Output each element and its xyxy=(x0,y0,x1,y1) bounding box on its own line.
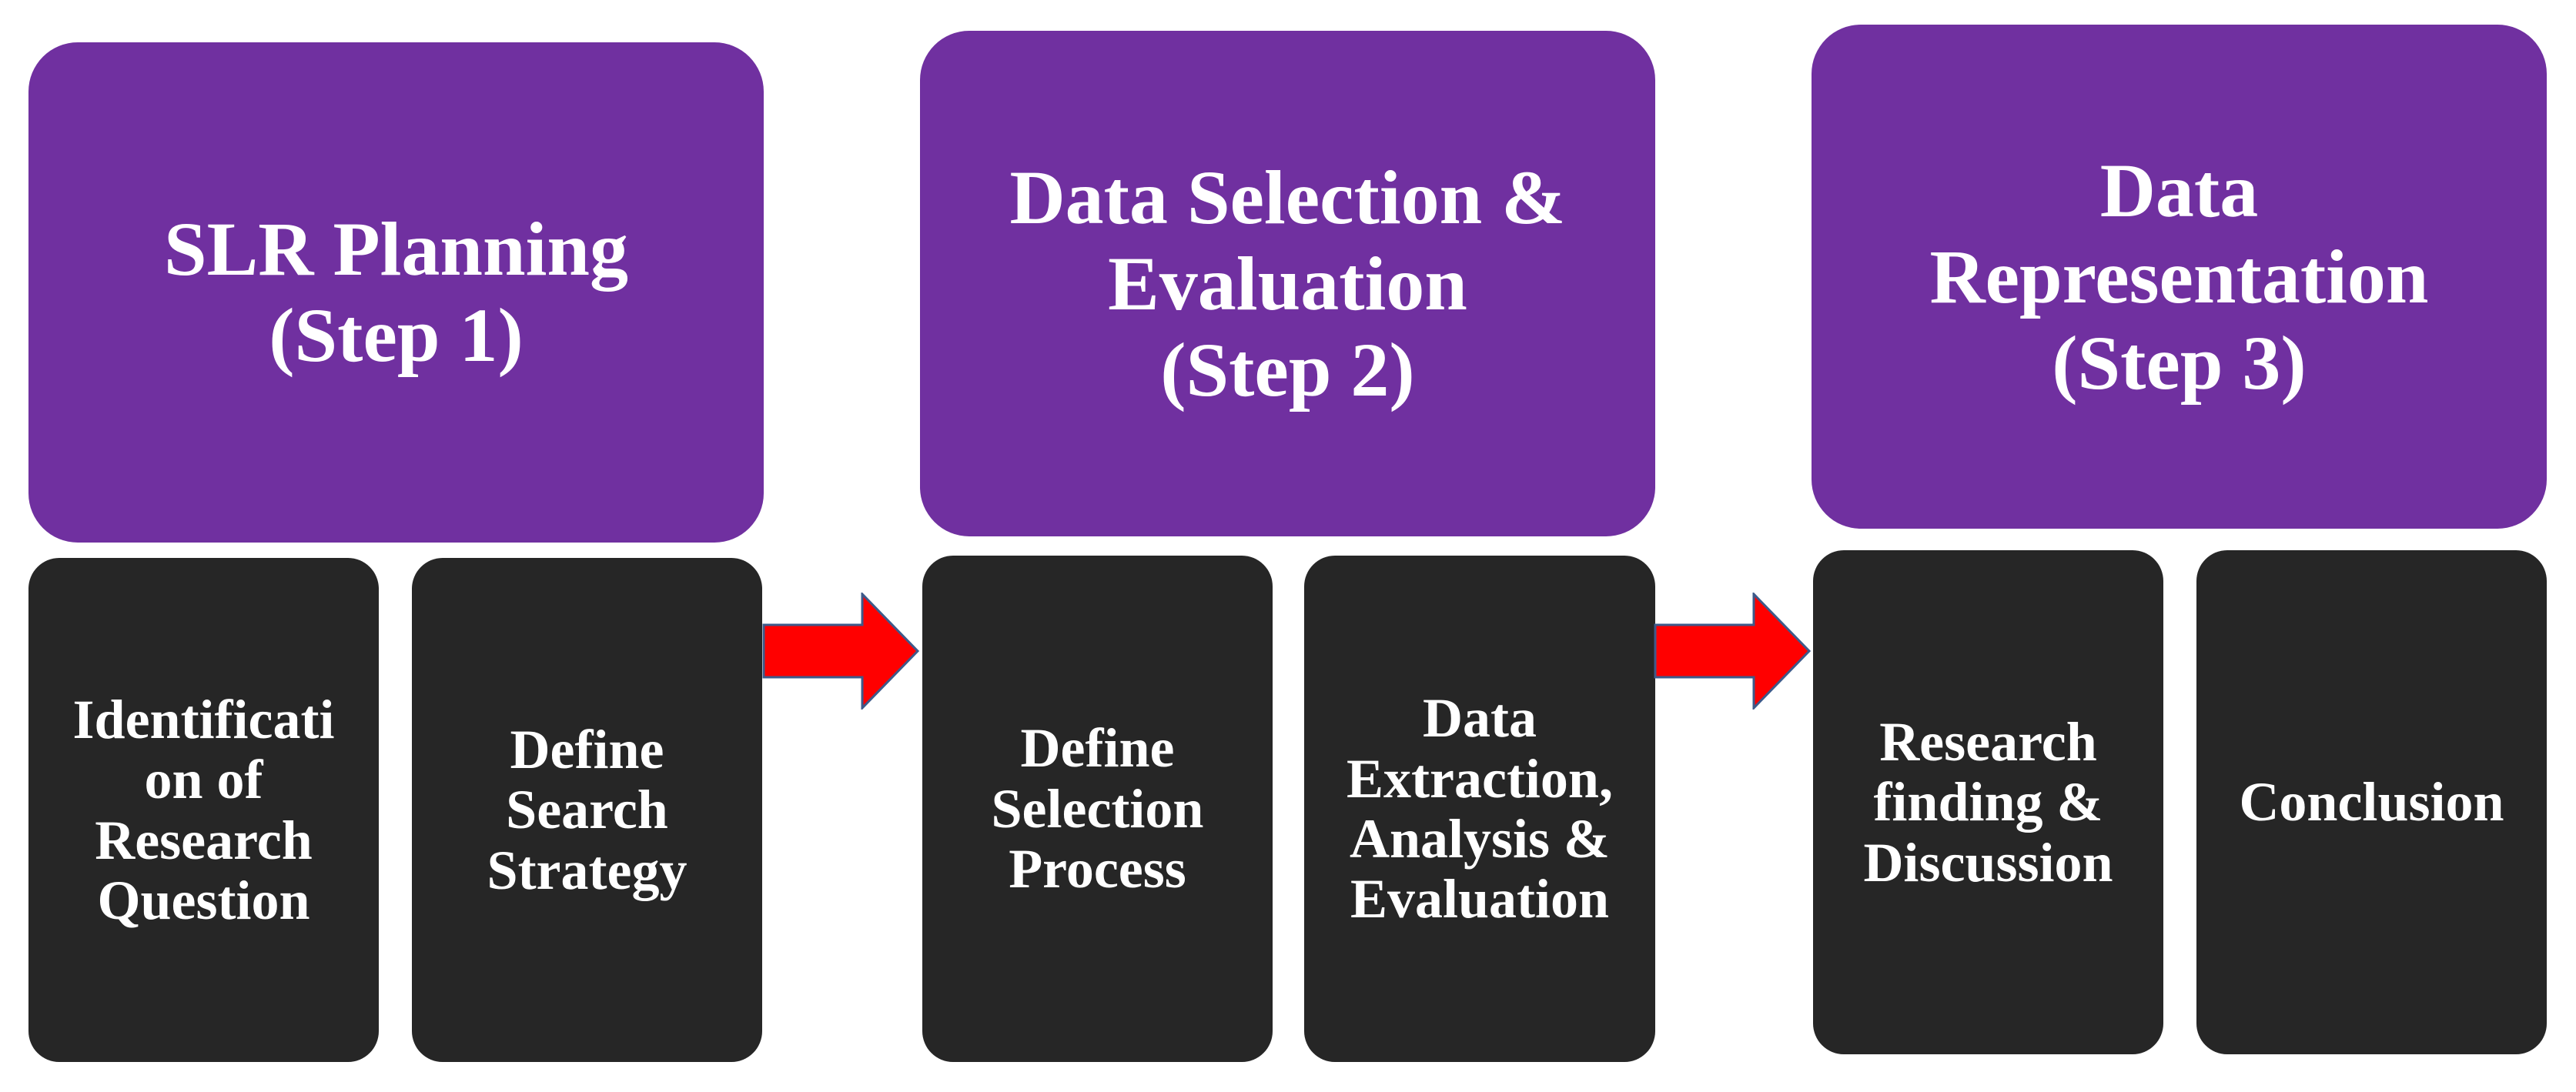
substep-label: Data Extraction, Analysis & Evaluation xyxy=(1347,687,1613,930)
step-3-title: Data Representation (Step 3) xyxy=(1929,147,2429,406)
substep-label: Conclusion xyxy=(2239,771,2504,833)
step-1-substep-2: Define Search Strategy xyxy=(412,558,762,1062)
step-1-title: SLR Planning (Step 1) xyxy=(163,206,629,378)
arrow-right-icon xyxy=(1654,593,1812,710)
substep-label: Define Search Strategy xyxy=(487,718,687,901)
step-2-title: Data Selection & Evaluation (Step 2) xyxy=(1009,154,1566,412)
substep-label: Research finding & Discussion xyxy=(1863,710,2113,893)
step-2-substep-2: Data Extraction, Analysis & Evaluation xyxy=(1304,556,1655,1062)
step-3-substep-1: Research finding & Discussion xyxy=(1813,550,2163,1054)
step-2-substep-1: Define Selection Process xyxy=(922,556,1273,1062)
step-3-box: Data Representation (Step 3) xyxy=(1812,25,2547,529)
substep-label: Define Selection Process xyxy=(991,717,1204,900)
step-1-substep-1: Identificati on of Research Question xyxy=(28,558,379,1062)
step-2-box: Data Selection & Evaluation (Step 2) xyxy=(920,31,1655,536)
step-3-substep-2: Conclusion xyxy=(2196,550,2547,1054)
arrow-right-icon xyxy=(762,593,920,710)
substep-label: Identificati on of Research Question xyxy=(72,688,335,931)
step-1-box: SLR Planning (Step 1) xyxy=(28,42,764,543)
